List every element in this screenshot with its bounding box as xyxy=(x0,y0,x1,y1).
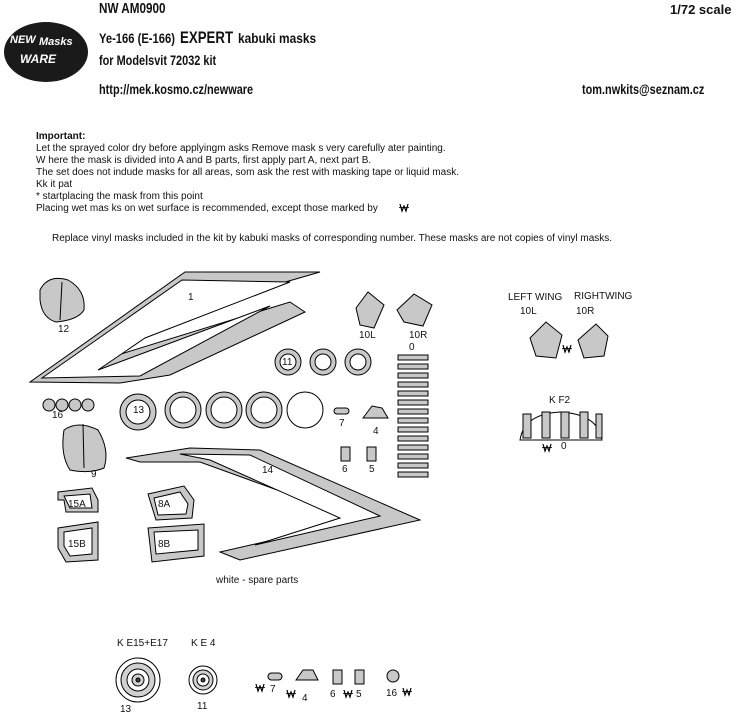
logo-ware: WARE xyxy=(20,52,56,66)
logo-masks: Masks xyxy=(39,36,73,48)
newware-logo: NEW Masks WARE xyxy=(4,22,88,82)
bottom-label-4: 4 xyxy=(302,693,308,704)
bottom-label-7: 7 xyxy=(270,684,276,695)
label-5: 5 xyxy=(369,464,375,475)
bottom-label-16: 16 xyxy=(386,688,398,699)
title-expert: EXPERT xyxy=(179,28,234,47)
subtitle: for Modelsvit 72032 kit xyxy=(99,52,217,68)
label-9: 9 xyxy=(91,469,97,480)
bottom-mask-16 xyxy=(386,669,400,683)
instructions-heading: Important: xyxy=(36,131,86,142)
wheel-11-label: 11 xyxy=(197,701,208,712)
bottom-mask-6 xyxy=(332,669,343,685)
label-6: 6 xyxy=(342,464,348,475)
title-suffix: kabuki masks xyxy=(237,30,317,46)
spare-parts-label: white - spare parts xyxy=(216,575,299,586)
mask-9 xyxy=(62,424,107,473)
kf2-wet-marker-icon xyxy=(541,443,553,452)
label-8A: 8A xyxy=(158,499,171,510)
instruction-line-2: W here the mask is divided into A and B … xyxy=(36,155,372,166)
email-link[interactable]: tom.nwkits@seznam.cz xyxy=(582,81,705,97)
mask-10L xyxy=(355,291,385,329)
label-16: 16 xyxy=(52,410,64,421)
instruction-line-3: The set does not indude masks for all ar… xyxy=(36,167,459,178)
label-15A: 15A xyxy=(68,499,86,510)
wheel-ke15-label: K E15+E17 xyxy=(117,638,168,649)
wet-marker-icon xyxy=(398,203,410,212)
mask-4 xyxy=(362,405,389,419)
frame-strips xyxy=(397,354,429,478)
kf2-zero: 0 xyxy=(561,441,567,452)
bottom-mask-7 xyxy=(267,672,283,681)
label-13: 13 xyxy=(133,405,145,416)
wing-label-10L: 10L xyxy=(520,306,537,317)
label-10L: 10L xyxy=(359,330,376,341)
label-15B: 15B xyxy=(68,539,86,550)
mask-16 xyxy=(42,398,56,412)
label-11: 11 xyxy=(282,357,293,368)
label-4: 4 xyxy=(373,426,379,437)
bottom-mask-5 xyxy=(354,669,365,685)
right-wing-label: RIGHTWING xyxy=(574,291,633,302)
left-wing-label: LEFT WING xyxy=(508,292,563,303)
wheel-ke4-label: K E 4 xyxy=(191,638,216,649)
wheel-13-label: 13 xyxy=(120,704,132,715)
label-10R: 10R xyxy=(409,330,428,341)
label-8B: 8B xyxy=(158,539,171,550)
label-1: 1 xyxy=(188,292,194,303)
mask-7 xyxy=(333,407,350,415)
label-14: 14 xyxy=(262,465,274,476)
instruction-line-4: Kk it pat xyxy=(36,179,73,190)
mask-10R xyxy=(396,293,433,327)
mask-5 xyxy=(366,446,377,462)
label-0: 0 xyxy=(409,342,415,353)
mask-12 xyxy=(39,277,85,323)
wing-10R xyxy=(577,323,609,359)
product-code: NW AM0900 xyxy=(99,0,166,17)
label-7: 7 xyxy=(339,418,345,429)
vinyl-note: Replace vinyl masks included in the kit … xyxy=(52,233,613,244)
wing-10L xyxy=(529,321,563,359)
wing-wet-marker-icon xyxy=(561,344,573,353)
instruction-line-1: Let the sprayed color dry before applyin… xyxy=(36,143,446,154)
kf2-title: K F2 xyxy=(549,395,571,406)
website-link[interactable]: http://mek.kosmo.cz/newware xyxy=(99,81,254,97)
mask-14 xyxy=(125,447,422,561)
wing-label-10R: 10R xyxy=(576,306,595,317)
bottom-mask-4 xyxy=(295,669,319,681)
instruction-line-6: Placing wet mas ks on wet surface is rec… xyxy=(36,203,378,214)
logo-new: NEW xyxy=(10,34,36,46)
mask-6 xyxy=(340,446,351,462)
instruction-line-5: * startplacing the mask from this point xyxy=(36,191,203,202)
title-prefix: Ye-166 (E-166) xyxy=(99,30,175,46)
scale-label: 1/72 scale xyxy=(670,2,732,17)
bottom-label-6: 6 xyxy=(330,689,336,700)
label-12: 12 xyxy=(58,324,70,335)
bottom-label-5: 5 xyxy=(356,689,362,700)
